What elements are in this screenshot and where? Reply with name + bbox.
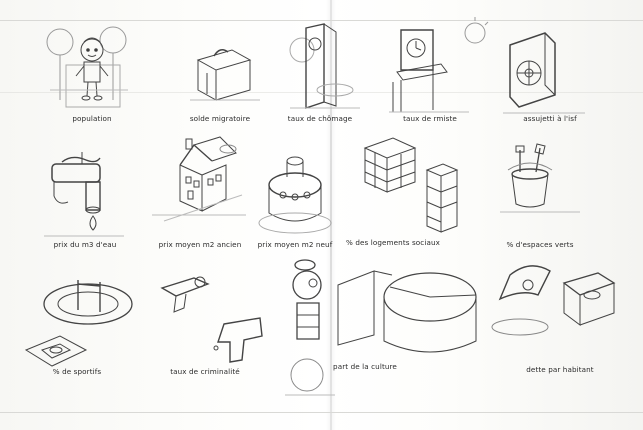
label-taux-chomage: taux de chômage [287, 114, 353, 123]
prix-m2-ancien-sketch: prix moyen m2 ancien [150, 135, 250, 250]
taux-rmiste-sketch: taux de rmiste [385, 20, 475, 123]
label-logements-sociaux: % des logements sociaux [346, 238, 440, 247]
bucket-shovel-icon [490, 140, 590, 250]
robot-figure-icon [275, 255, 345, 410]
old-house-icon [150, 135, 250, 250]
guide-line-row1 [0, 92, 643, 93]
sportifs-sketch: % de sportifs [20, 270, 140, 405]
label-assujetti-isf: assujetti à l'isf [523, 114, 577, 123]
label-dette: dette par habitant [526, 365, 594, 374]
book-fold [330, 0, 332, 430]
solde-migratoire-sketch: solde migratoire [180, 20, 265, 123]
guide-line-bottom [0, 412, 643, 413]
label-taux-rmiste: taux de rmiste [403, 114, 457, 123]
label-prix-eau: prix du m3 d'eau [53, 240, 117, 249]
prix-m2-neuf-sketch: prix moyen m2 neuf [255, 135, 335, 250]
social-housing-icon [345, 130, 475, 250]
door-icon [280, 20, 365, 120]
new-building-icon [255, 135, 335, 250]
guide-line-top [0, 20, 643, 21]
label-espaces-verts: % d'espaces verts [506, 240, 574, 249]
dette-sketch: dette par habitant [480, 255, 625, 380]
suitcase-icon [180, 20, 265, 120]
criminalite-sketch: taux de criminalité [150, 270, 280, 405]
label-solde-migratoire: solde migratoire [189, 114, 251, 123]
safe-icon [455, 15, 595, 120]
taux-chomage-sketch: taux de chômage [280, 20, 365, 123]
assujetti-isf-sketch: assujetti à l'isf [455, 15, 595, 123]
label-sportifs: % de sportifs [52, 367, 102, 376]
culture-sketch: part de la culture [330, 255, 480, 375]
population-sketch: population [40, 20, 135, 123]
label-criminalite: taux de criminalité [170, 367, 240, 376]
child-figure-icon [40, 20, 135, 120]
water-tap-icon [40, 140, 130, 250]
label-prix-m2-ancien: prix moyen m2 ancien [158, 240, 242, 249]
pie-box-icon [330, 255, 480, 375]
prix-eau-sketch: prix du m3 d'eau [40, 140, 130, 250]
logements-sociaux-sketch: % des logements sociaux [345, 130, 475, 250]
clock-window-icon [385, 20, 475, 120]
pistol-icon [150, 270, 280, 405]
label-prix-m2-neuf: prix moyen m2 neuf [257, 240, 333, 249]
label-population: population [72, 114, 112, 123]
money-box-icon [480, 255, 625, 380]
label-culture: part de la culture [333, 362, 397, 371]
espaces-verts-sketch: % d'espaces verts [490, 140, 590, 250]
stadium-icon [20, 270, 140, 405]
culture-figure-sketch [275, 255, 345, 410]
